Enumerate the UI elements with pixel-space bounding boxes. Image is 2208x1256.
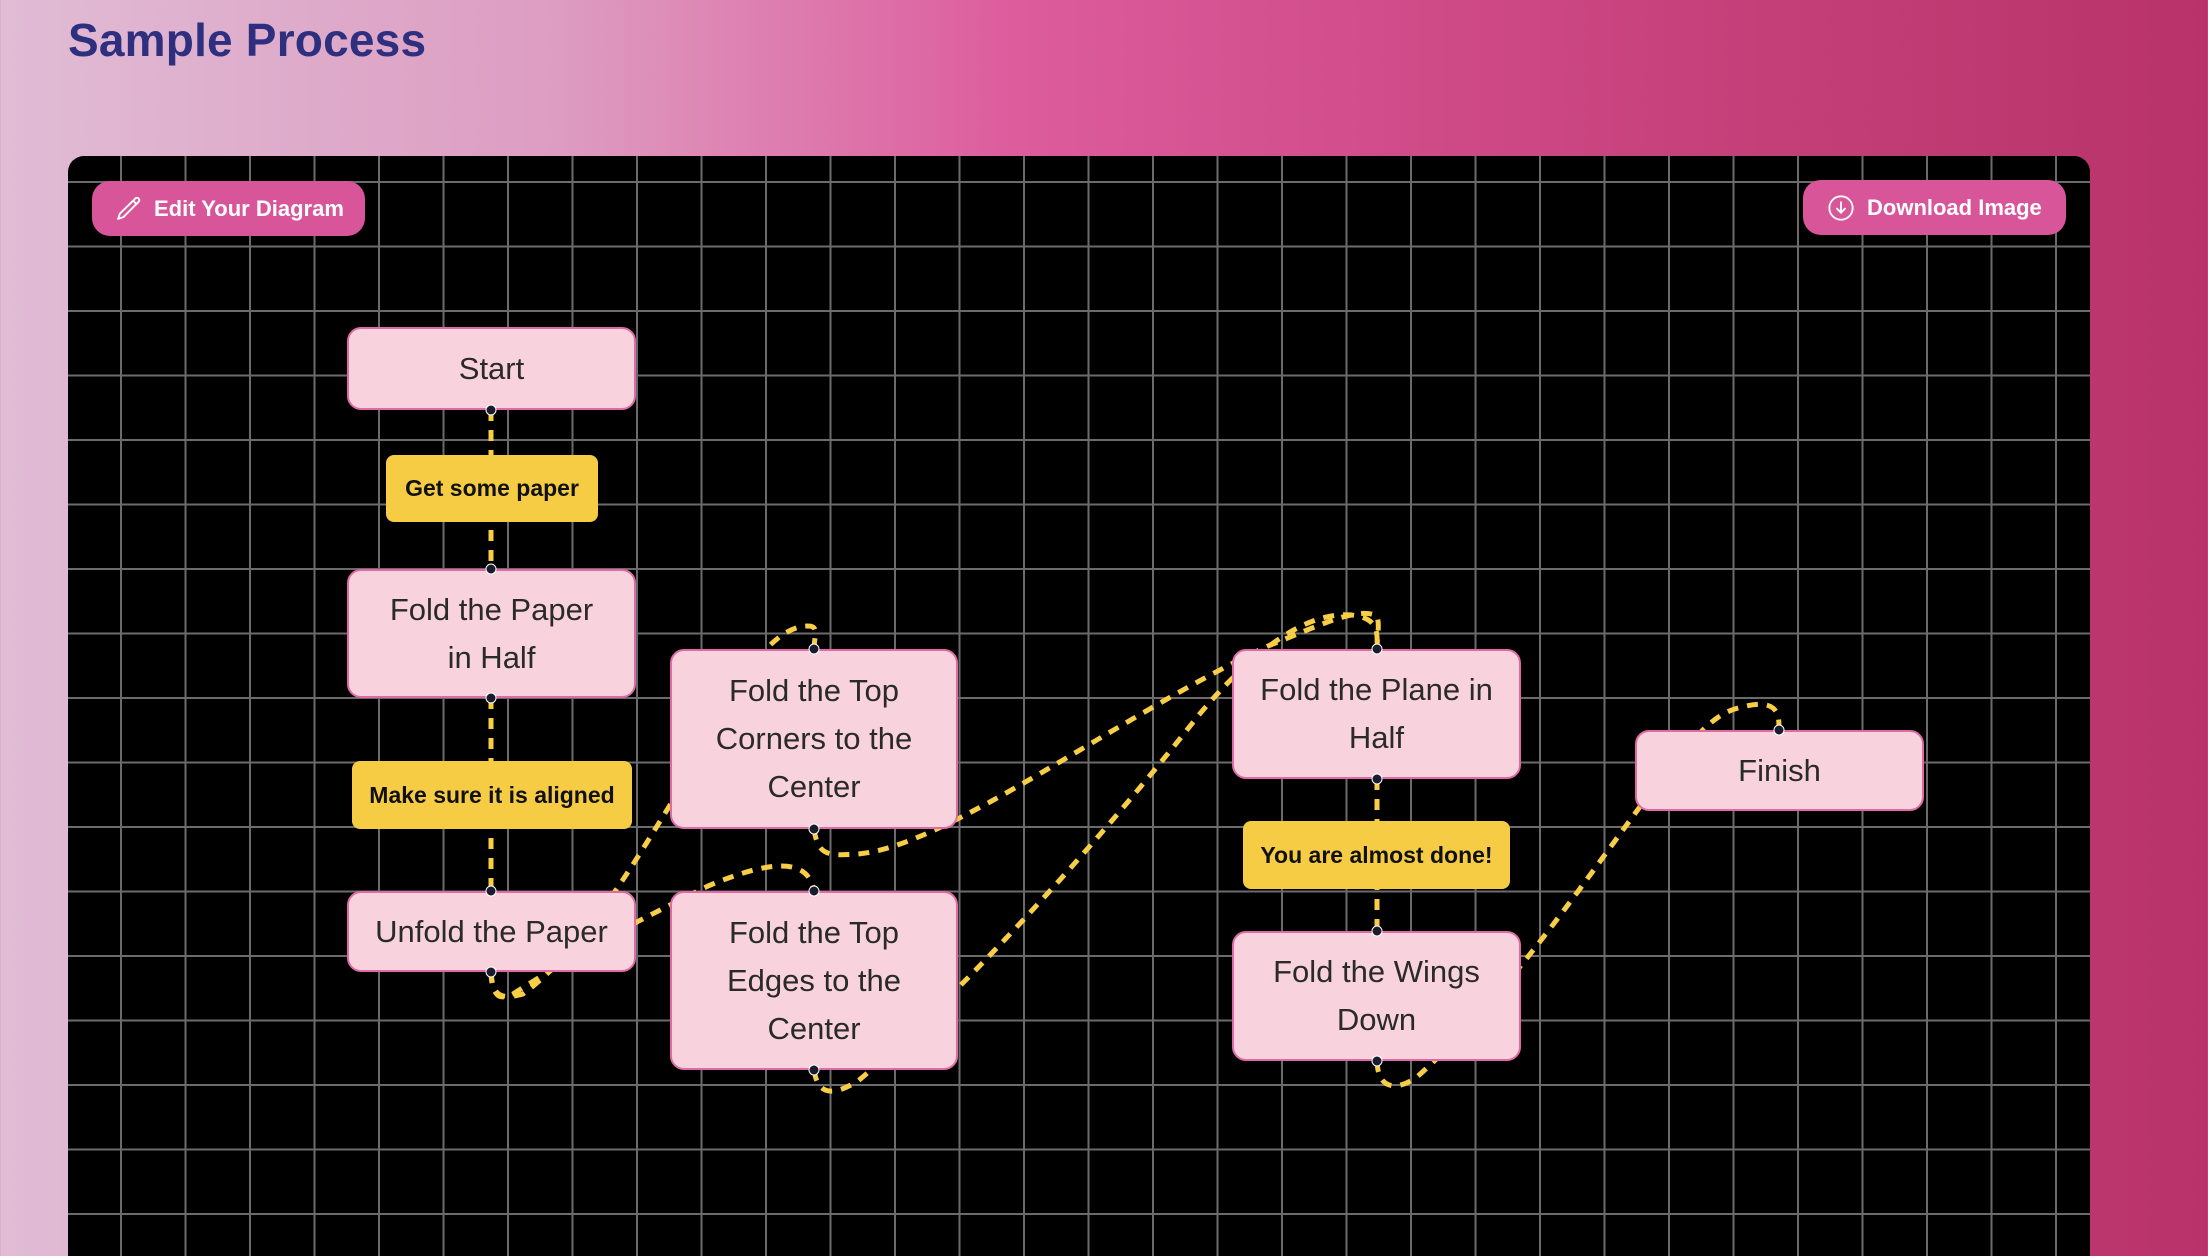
edges-layer <box>488 410 1782 1094</box>
node-wings-down-label: Fold the Wings Down <box>1273 954 1480 1037</box>
node-start-label: Start <box>458 350 525 386</box>
node-top-corners-source-handle[interactable] <box>808 823 820 835</box>
node-finish[interactable]: Finish <box>1635 730 1924 811</box>
node-plane-half-source-handle[interactable] <box>1371 773 1383 785</box>
diagram-canvas[interactable]: Edit Your Diagram Download Image Start G <box>68 156 2090 1256</box>
node-fold-half-target-handle[interactable] <box>485 563 497 575</box>
node-plane-half-target-handle[interactable] <box>1371 643 1383 655</box>
edit-diagram-button[interactable]: Edit Your Diagram <box>92 181 365 236</box>
node-start-source-handle[interactable] <box>485 404 497 416</box>
node-top-edges-target-handle[interactable] <box>808 885 820 897</box>
node-top-corners-label: Fold the Top Corners to the Center <box>715 673 913 804</box>
node-wings-down[interactable]: Fold the Wings Down <box>1232 931 1521 1061</box>
node-wings-down-source-handle[interactable] <box>1371 1055 1383 1067</box>
node-unfold[interactable]: Unfold the Paper <box>347 891 636 972</box>
download-circle-icon <box>1828 194 1854 221</box>
node-unfold-target-handle[interactable] <box>485 885 497 897</box>
download-image-button[interactable]: Download Image <box>1803 180 2066 235</box>
edit-diagram-label: Edit Your Diagram <box>154 195 344 221</box>
node-wings-down-target-handle[interactable] <box>1371 925 1383 937</box>
node-top-edges-label: Fold the Top Edges to the Center <box>726 914 902 1046</box>
node-finish-label: Finish <box>1738 752 1821 788</box>
node-unfold-label: Unfold the Paper <box>375 913 608 949</box>
edge-label-get-some-paper[interactable]: Get some paper <box>386 455 598 522</box>
node-top-edges-source-handle[interactable] <box>808 1064 820 1076</box>
node-plane-half-label: Fold the Plane in Half <box>1260 672 1493 755</box>
edge-unfold-top-edges[interactable] <box>488 863 817 1000</box>
pencil-icon <box>117 196 141 220</box>
node-top-corners[interactable]: Fold the Top Corners to the Center <box>670 649 958 829</box>
node-fold-half[interactable]: Fold the Paper in Half <box>347 569 636 698</box>
node-fold-half-label: Fold the Paper in Half <box>389 591 594 675</box>
edge-top-corners-plane-half[interactable] <box>811 610 1381 858</box>
page-title: Sample Process <box>68 14 427 66</box>
node-top-corners-target-handle[interactable] <box>808 643 820 655</box>
node-plane-half[interactable]: Fold the Plane in Half <box>1232 649 1521 779</box>
node-start[interactable]: Start <box>347 327 636 410</box>
edge-label-almost-done[interactable]: You are almost done! <box>1243 821 1510 889</box>
node-top-edges[interactable]: Fold the Top Edges to the Center <box>670 891 958 1070</box>
node-unfold-source-handle[interactable] <box>485 966 497 978</box>
edge-label-make-sure-aligned[interactable]: Make sure it is aligned <box>352 761 632 829</box>
download-image-label: Download Image <box>1867 194 2042 220</box>
node-finish-target-handle[interactable] <box>1773 724 1785 736</box>
node-fold-half-source-handle[interactable] <box>485 692 497 704</box>
